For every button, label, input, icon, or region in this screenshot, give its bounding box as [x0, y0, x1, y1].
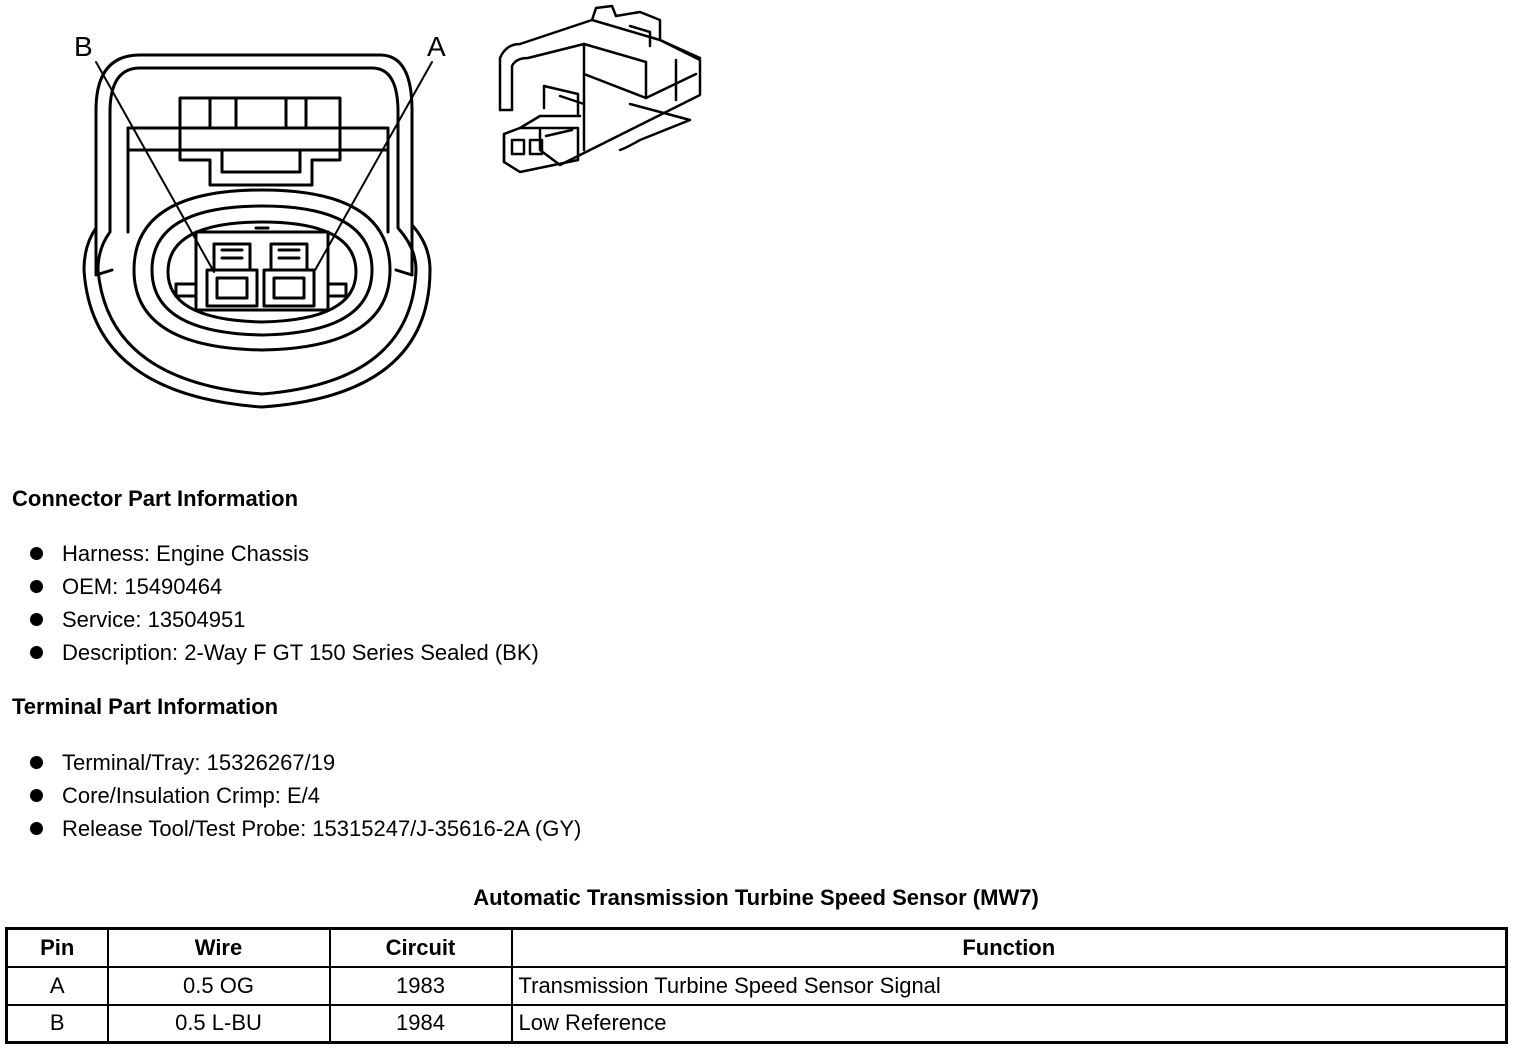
list-item: OEM: 15490464: [0, 570, 539, 603]
function-cell: Transmission Turbine Speed Sensor Signal: [510, 965, 1508, 1006]
list-item-text: OEM: 15490464: [62, 574, 223, 599]
function-cell: Low Reference: [510, 1003, 1508, 1044]
pinout-table-title: Automatic Transmission Turbine Speed Sen…: [473, 885, 1039, 910]
bullet-icon: [30, 580, 43, 593]
list-item: Terminal/Tray: 15326267/19: [0, 746, 581, 779]
list-item: Description: 2-Way F GT 150 Series Seale…: [0, 636, 539, 669]
list-item-text: Core/Insulation Crimp: E/4: [62, 783, 320, 808]
connector-part-info-heading: Connector Part Information: [12, 486, 299, 511]
circuit-cell: 1984: [328, 1003, 513, 1044]
bullet-icon: [30, 789, 43, 802]
table-row: A 0.5 OG 1983 Transmission Turbine Speed…: [5, 965, 1508, 1006]
terminal-cavity-b: [205, 242, 259, 308]
bullet-icon: [30, 646, 43, 659]
callout-b: B: [74, 31, 93, 62]
list-item-text: Description: 2-Way F GT 150 Series Seale…: [62, 640, 539, 665]
bullet-icon: [30, 822, 43, 835]
pin-cell: A: [5, 965, 109, 1006]
list-item-text: Harness: Engine Chassis: [62, 541, 310, 566]
list-item: Release Tool/Test Probe: 15315247/J-3561…: [0, 812, 581, 845]
bullet-icon: [30, 547, 43, 560]
terminal-part-info-list: Terminal/Tray: 15326267/19 Core/Insulati…: [0, 746, 581, 845]
list-item-text: Service: 13504951: [62, 607, 246, 632]
list-item-text: Release Tool/Test Probe: 15315247/J-3561…: [62, 816, 582, 841]
list-item: Harness: Engine Chassis: [0, 537, 539, 570]
connector-isometric-view: [498, 4, 702, 174]
terminal-part-info-heading: Terminal Part Information: [12, 694, 279, 719]
column-header-circuit: Circuit: [328, 927, 513, 968]
wire-cell: 0.5 OG: [106, 965, 331, 1006]
pinout-table: Pin Wire Circuit Function A 0.5 OG 1983 …: [5, 927, 1508, 1044]
table-header-row: Pin Wire Circuit Function: [5, 927, 1508, 968]
callout-a: A: [427, 31, 446, 62]
connector-part-info-list: Harness: Engine Chassis OEM: 15490464 Se…: [0, 537, 539, 669]
bullet-icon: [30, 613, 43, 626]
wire-cell: 0.5 L-BU: [106, 1003, 331, 1044]
bullet-icon: [30, 756, 43, 769]
column-header-pin: Pin: [5, 927, 109, 968]
connector-face-view: [82, 53, 432, 409]
connector-illustration: B A: [0, 0, 740, 440]
pin-cell: B: [5, 1003, 109, 1044]
list-item-text: Terminal/Tray: 15326267/19: [62, 750, 336, 775]
list-item: Core/Insulation Crimp: E/4: [0, 779, 581, 812]
list-item: Service: 13504951: [0, 603, 539, 636]
column-header-wire: Wire: [106, 927, 331, 968]
table-row: B 0.5 L-BU 1984 Low Reference: [5, 1003, 1508, 1044]
terminal-cavity-a: [262, 242, 316, 308]
circuit-cell: 1983: [328, 965, 513, 1006]
column-header-function: Function: [510, 927, 1508, 968]
